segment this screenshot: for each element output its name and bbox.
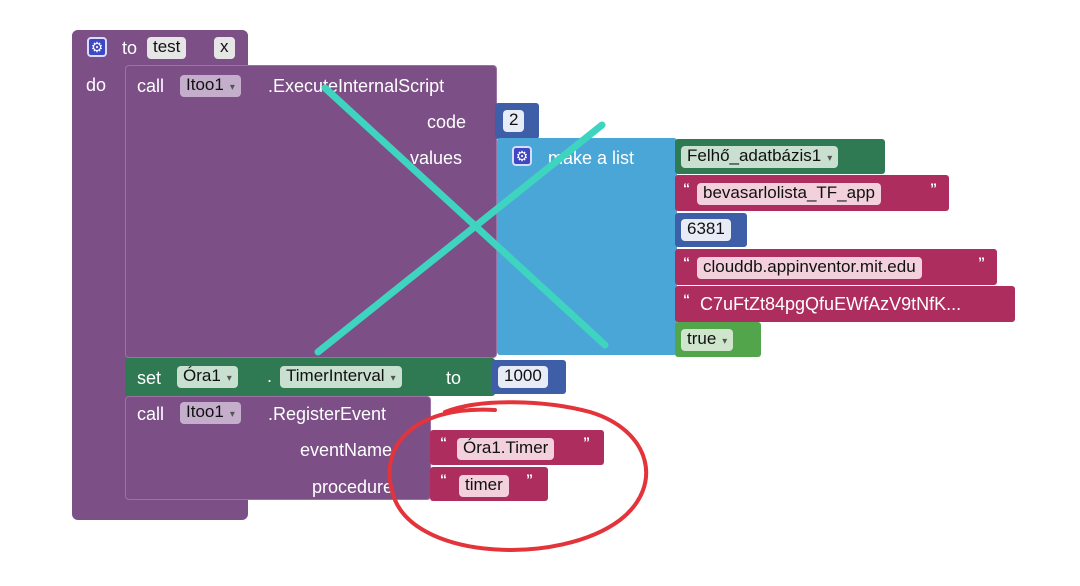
dropdown-arrow-icon: ▾ <box>226 373 232 384</box>
quote-close-icon: ” <box>930 180 937 196</box>
dropdown-arrow-icon: ▾ <box>827 153 833 164</box>
text-value-2[interactable]: clouddb.appinventor.mit.edu <box>697 257 922 279</box>
param-x[interactable]: x <box>214 37 235 59</box>
call-label: call <box>137 404 165 424</box>
gear-icon[interactable]: ⚙ <box>512 146 532 166</box>
text-value-1[interactable]: bevasarlolista_TF_app <box>697 183 881 205</box>
procedure-label: procedure <box>312 477 394 497</box>
quote-open-icon: “ <box>440 434 447 450</box>
call-register-event-block[interactable] <box>125 396 431 500</box>
quote-close-icon: ” <box>583 434 590 450</box>
text-value-3[interactable]: C7uFtZt84pgQfuEWfAzV9tNfK... <box>700 294 962 314</box>
to-label: to <box>446 368 462 388</box>
event-name-value[interactable]: Óra1.Timer <box>457 438 555 460</box>
dropdown-arrow-icon: ▾ <box>229 82 235 93</box>
call-execute-block[interactable] <box>125 65 497 358</box>
quote-open-icon: “ <box>683 180 690 196</box>
procedure-name-value[interactable]: timer <box>459 475 509 497</box>
dropdown-arrow-icon: ▾ <box>390 373 396 384</box>
component-label: Itoo1 <box>186 75 224 94</box>
component-label: Itoo1 <box>186 402 224 421</box>
bool-dropdown[interactable]: true ▾ <box>681 329 734 351</box>
code-number-value[interactable]: 2 <box>503 110 525 132</box>
quote-close-icon: ” <box>978 254 985 270</box>
quote-open-icon: “ <box>683 254 690 270</box>
property-dropdown[interactable]: TimerInterval ▾ <box>280 366 402 388</box>
dot-label: . <box>267 366 273 386</box>
do-label: do <box>86 75 107 95</box>
method-name: .RegisterEvent <box>268 404 387 424</box>
make-list-label: make a list <box>548 148 635 168</box>
to-label: to <box>122 38 138 58</box>
clock-component-dropdown[interactable]: Óra1 ▾ <box>177 366 238 388</box>
dropdown-arrow-icon: ▾ <box>722 336 728 347</box>
interval-value[interactable]: 1000 <box>498 366 548 388</box>
method-name: .ExecuteInternalScript <box>268 76 445 96</box>
component-dropdown-itoo[interactable]: Itoo1 ▾ <box>180 75 241 97</box>
make-list-block[interactable] <box>497 138 677 355</box>
bool-label: true <box>687 329 717 348</box>
event-name-label: eventName <box>300 440 393 460</box>
values-label: values <box>410 148 463 168</box>
list-item-text-3[interactable] <box>675 286 1015 322</box>
procedure-name[interactable]: test <box>147 37 187 59</box>
number-value[interactable]: 6381 <box>681 219 731 241</box>
call-label: call <box>137 76 165 96</box>
db-component-dropdown[interactable]: Felhő_adatbázis1 ▾ <box>681 146 839 168</box>
quote-open-icon: “ <box>440 471 447 487</box>
db-component-label: Felhő_adatbázis1 <box>687 146 822 165</box>
clock-component-label: Óra1 <box>183 366 221 385</box>
gear-icon[interactable]: ⚙ <box>87 37 107 57</box>
component-dropdown-itoo[interactable]: Itoo1 ▾ <box>180 402 241 424</box>
quote-open-icon: “ <box>683 291 690 307</box>
quote-close-icon: ” <box>526 471 533 487</box>
code-label: code <box>427 112 467 132</box>
set-label: set <box>137 368 162 388</box>
dropdown-arrow-icon: ▾ <box>229 409 235 420</box>
property-label: TimerInterval <box>286 366 385 385</box>
